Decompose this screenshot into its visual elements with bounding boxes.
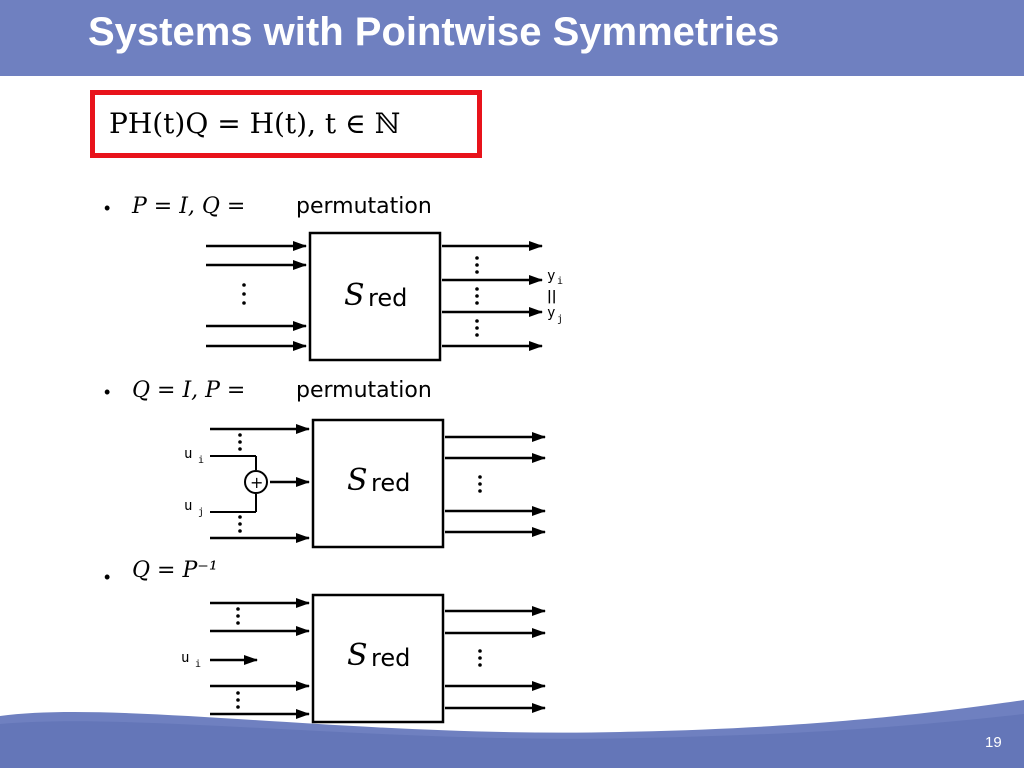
formula: PH(t)Q = H(t), t ∈ ℕ (109, 107, 401, 140)
adder-circle (244, 470, 268, 494)
d2-u-bottom: u (184, 498, 192, 514)
formula-box: PH(t)Q = H(t), t ∈ ℕ (90, 90, 482, 158)
bullet-1-math: P = I, Q = (132, 194, 246, 219)
page-number: 19 (985, 734, 1002, 751)
diagram-2: + S red u i u j (184, 418, 546, 549)
footer-wave-dark (0, 714, 1024, 768)
d3-output-arrows (445, 606, 546, 713)
d3-block-sub: red (371, 644, 410, 672)
d2-u-bottom-sub: j (198, 507, 204, 518)
d2-u-top-sub: i (198, 455, 204, 466)
diagram-1: S red y i || y j (206, 231, 563, 362)
d1-y-bottom-sub: j (557, 314, 563, 325)
d1-y-bottom: y (547, 305, 555, 321)
d1-input-arrows (206, 241, 307, 351)
d3-u-sub: i (195, 659, 201, 670)
d3-block-script: S (347, 638, 368, 673)
d3-ellipses (236, 607, 482, 709)
slide-title: Systems with Pointwise Symmetries (88, 10, 780, 54)
d1-y-top: y (547, 268, 555, 284)
d1-block-script: S (344, 278, 365, 313)
d2-u-top: u (184, 446, 192, 462)
d2-block-script: S (347, 463, 368, 498)
d1-block-sub: red (368, 284, 407, 312)
d3-u: u (181, 650, 189, 666)
block-3 (311, 593, 445, 724)
block-2 (311, 418, 445, 549)
block-1 (308, 231, 442, 362)
d1-ellipses (242, 256, 479, 337)
d2-input-arrows (210, 424, 310, 543)
d1-y-top-sub: i (557, 276, 563, 287)
bullet-2-math: Q = I, P = (132, 378, 246, 403)
bullet-3-math: Q = P⁻¹ (132, 558, 218, 583)
header-bar (0, 0, 1024, 76)
d1-equals: || (547, 289, 557, 304)
bullet-dot-2: • (104, 382, 111, 402)
d2-output-arrows (445, 432, 546, 537)
d2-block-sub: red (371, 469, 410, 497)
bullet-1-text: permutation (296, 194, 432, 219)
bullet-dot-3: • (104, 567, 111, 587)
adder-plus: + (250, 473, 263, 492)
d1-output-arrows (442, 241, 543, 351)
d2-adder-wires (210, 455, 257, 513)
d3-input-arrows (210, 598, 310, 719)
bullet-dot-1: • (104, 198, 111, 218)
bullet-2-text: permutation (296, 378, 432, 403)
diagram-3: S red u i (181, 593, 546, 724)
d2-ellipses (238, 433, 482, 533)
